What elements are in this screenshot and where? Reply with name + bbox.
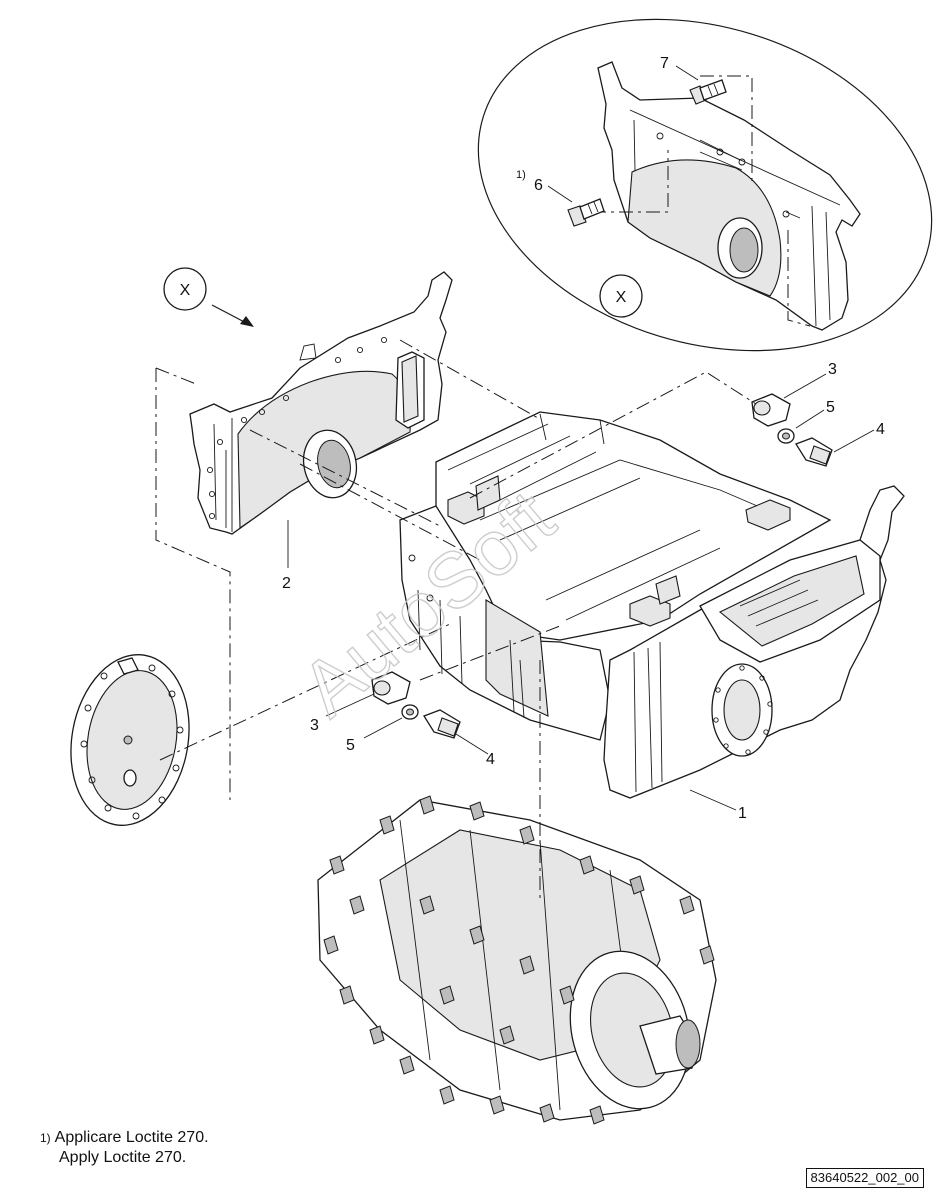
drawing-number: 83640522_002_00 (805, 1168, 924, 1188)
detail-bolt-7 (689, 79, 727, 105)
callout-2: 2 (282, 575, 291, 592)
bearing-flange (70, 654, 190, 826)
footnote-marker: 1) (40, 1131, 51, 1145)
callout-5-right: 5 (826, 399, 835, 416)
callout-3-right: 3 (828, 361, 837, 378)
callout-4-left: 4 (486, 751, 495, 768)
detail-ellipse (477, 18, 933, 352)
callout-7: 7 (660, 55, 669, 72)
callout-1: 1 (738, 805, 747, 822)
detail-view-x: X 7 1) 6 (477, 18, 933, 352)
callout-6: 6 (534, 177, 543, 194)
hardware-left: 3 5 4 (310, 671, 495, 768)
part-2-side-plate: 2 (189, 271, 453, 592)
cutter-drum (317, 795, 717, 1125)
part-1-drum-housing: 1 (399, 411, 905, 822)
footnote-english: Apply Loctite 270. (59, 1149, 187, 1166)
callout-4-right: 4 (876, 421, 885, 438)
callout-5-left: 5 (346, 737, 355, 754)
detail-view-marker-label: X (616, 289, 627, 306)
view-direction-marker: X (163, 267, 254, 327)
assembly-guide-lines (155, 339, 757, 900)
hardware-right: 3 5 4 (751, 361, 885, 467)
callout-6-note: 1) (516, 169, 526, 181)
detail-bolt-6 (567, 198, 605, 227)
footnote: 1)Applicare Loctite 270. Apply Loctite 2… (40, 1128, 209, 1168)
view-marker-label: X (180, 282, 191, 299)
detail-view-marker (599, 274, 643, 318)
footnote-italian: Applicare Loctite 270. (54, 1129, 209, 1146)
callout-3-left: 3 (310, 717, 319, 734)
